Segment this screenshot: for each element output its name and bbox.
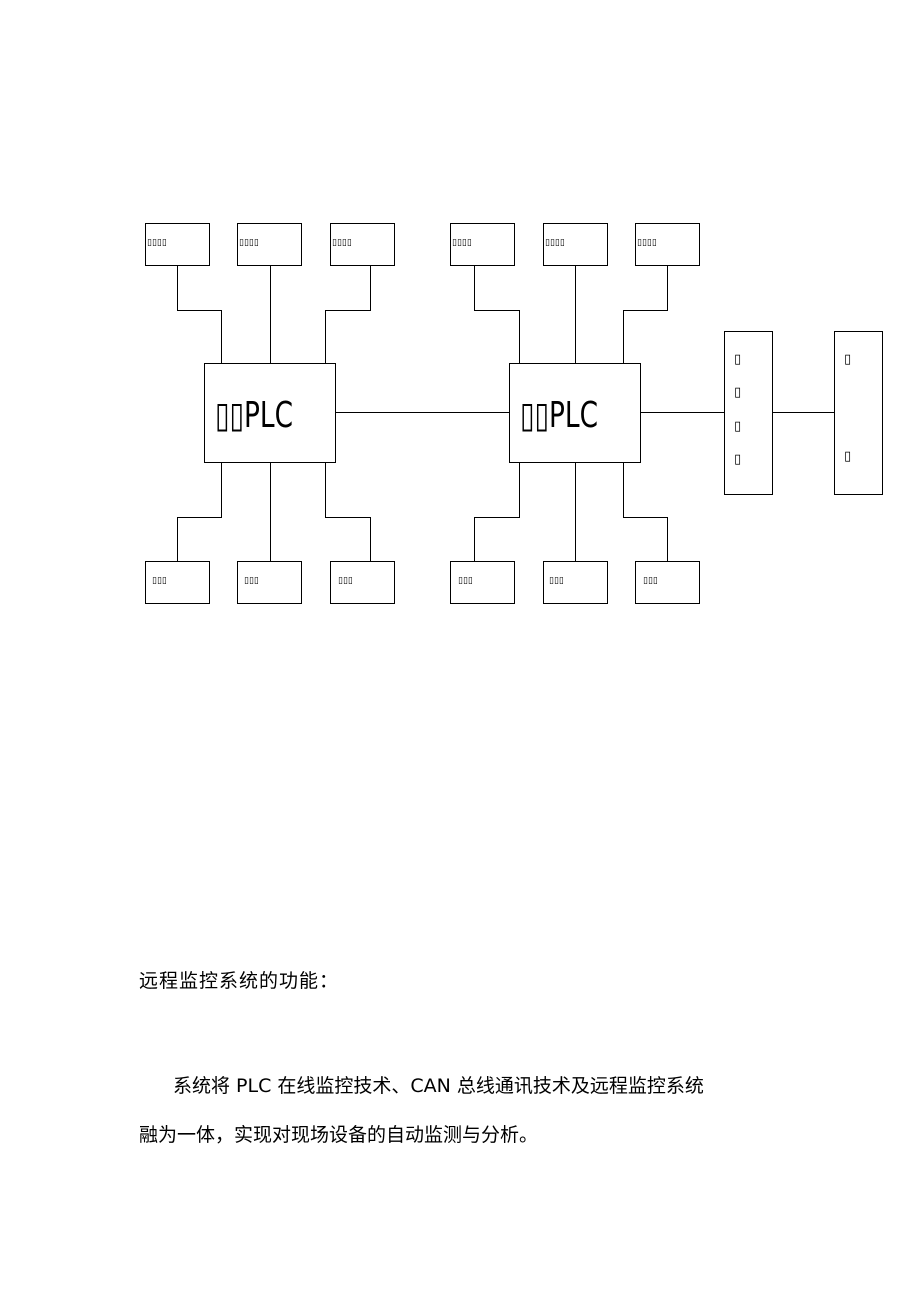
connector-line bbox=[623, 265, 668, 364]
bottom-device-label: ▯▯▯ bbox=[549, 576, 564, 586]
paragraph-line-2: 融为一体，实现对现场设备的自动监测与分析。 bbox=[139, 1124, 539, 1146]
gateway-mark: ▯ bbox=[734, 385, 741, 400]
bottom-device-label: ▯▯▯ bbox=[458, 576, 473, 586]
connector-line bbox=[474, 265, 520, 364]
bottom-device-label: ▯▯▯ bbox=[244, 576, 259, 586]
top-device-label: ▯▯▯▯ bbox=[332, 238, 352, 248]
bottom-device-box bbox=[450, 561, 515, 604]
bottom-device-box bbox=[237, 561, 302, 604]
plc-label-left: ▯▯PLC bbox=[215, 395, 293, 436]
top-device-box bbox=[237, 223, 302, 266]
gateway-mark: ▯ bbox=[734, 352, 741, 367]
gateway-mark: ▯ bbox=[734, 452, 741, 467]
paragraph-line-1: 系统将 PLC 在线监控技术、CAN 总线通讯技术及远程监控系统 bbox=[173, 1075, 704, 1097]
body-paragraph: 系统将 PLC 在线监控技术、CAN 总线通讯技术及远程监控系统 融为一体，实现… bbox=[139, 1062, 779, 1160]
network-diagram: ▯▯▯▯ ▯▯▯▯ ▯▯▯▯ ▯▯▯▯ ▯▯▯▯ ▯▯▯▯ ▯▯▯ ▯▯▯ ▯▯… bbox=[145, 223, 883, 604]
top-device-label: ▯▯▯▯ bbox=[637, 238, 657, 248]
connector-line bbox=[177, 265, 222, 364]
host-mark: ▯ bbox=[844, 449, 851, 464]
gateway-mark: ▯ bbox=[734, 419, 741, 434]
top-device-label: ▯▯▯▯ bbox=[239, 238, 259, 248]
plc-label-right: ▯▯PLC bbox=[520, 395, 598, 436]
connector-line bbox=[474, 462, 520, 562]
connector-line bbox=[325, 265, 371, 364]
connector-line bbox=[325, 462, 371, 562]
top-device-box bbox=[330, 223, 395, 266]
tall-box-gateway bbox=[724, 331, 773, 495]
connector-line bbox=[623, 462, 668, 562]
bottom-device-box bbox=[330, 561, 395, 604]
host-mark: ▯ bbox=[844, 352, 851, 367]
bottom-device-label: ▯▯▯ bbox=[643, 576, 658, 586]
top-device-label: ▯▯▯▯ bbox=[545, 238, 565, 248]
top-device-label: ▯▯▯▯ bbox=[147, 238, 167, 248]
bottom-device-label: ▯▯▯ bbox=[338, 576, 353, 586]
bottom-device-label: ▯▯▯ bbox=[152, 576, 167, 586]
section-heading: 远程监控系统的功能： bbox=[139, 970, 340, 992]
top-device-box bbox=[450, 223, 515, 266]
connector-line bbox=[177, 462, 222, 562]
tall-box-host bbox=[834, 331, 883, 495]
top-device-label: ▯▯▯▯ bbox=[452, 238, 472, 248]
